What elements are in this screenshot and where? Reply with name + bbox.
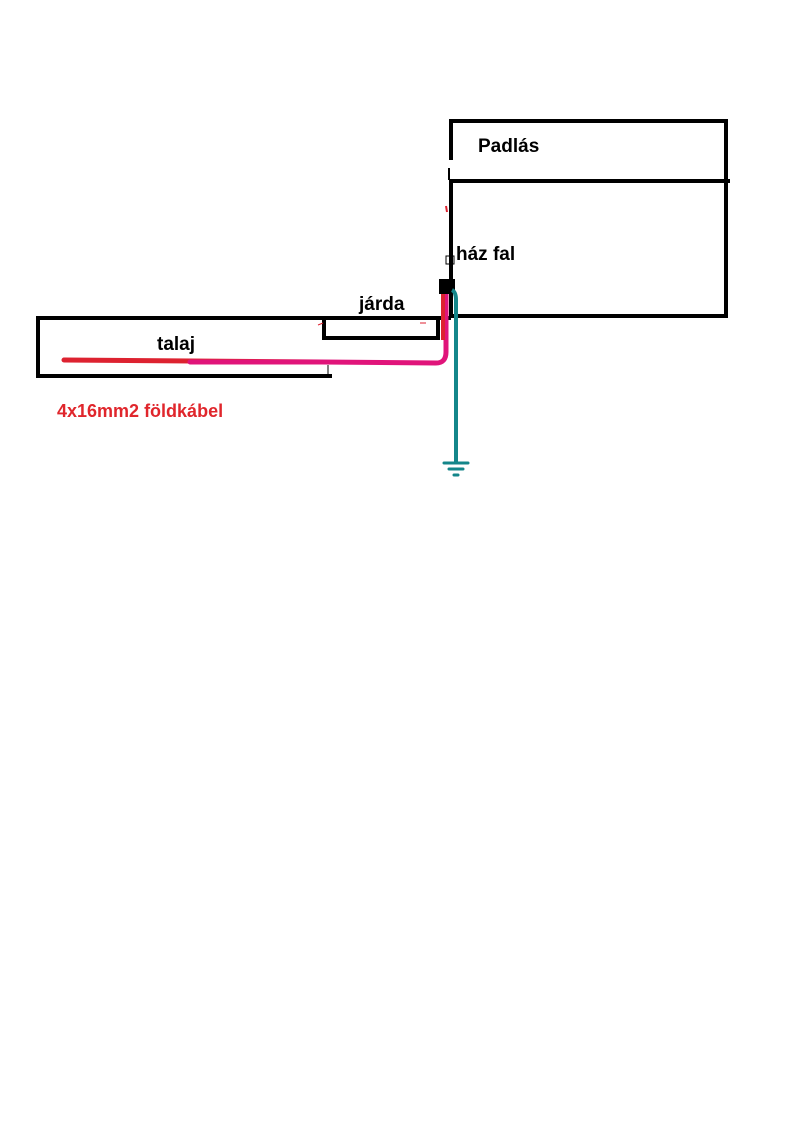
ground-outline (36, 316, 451, 378)
house-wall-label: ház fal (456, 244, 515, 265)
ground-label: talaj (157, 334, 195, 355)
ground-symbol-icon (442, 461, 470, 477)
sidewalk-label: járda (358, 294, 405, 315)
wall-bracket (445, 255, 455, 265)
cable-label: 4x16mm2 földkábel (57, 401, 223, 421)
attic-label: Padlás (478, 136, 539, 157)
cable-pink-section (187, 291, 449, 366)
sidewalk-outline (322, 316, 440, 340)
house-outline (449, 119, 730, 318)
wall-red-mark (445, 205, 448, 213)
junction-box-icon (439, 279, 455, 294)
sidewalk-red-mark-left (317, 322, 324, 326)
ground-wire (450, 288, 458, 462)
